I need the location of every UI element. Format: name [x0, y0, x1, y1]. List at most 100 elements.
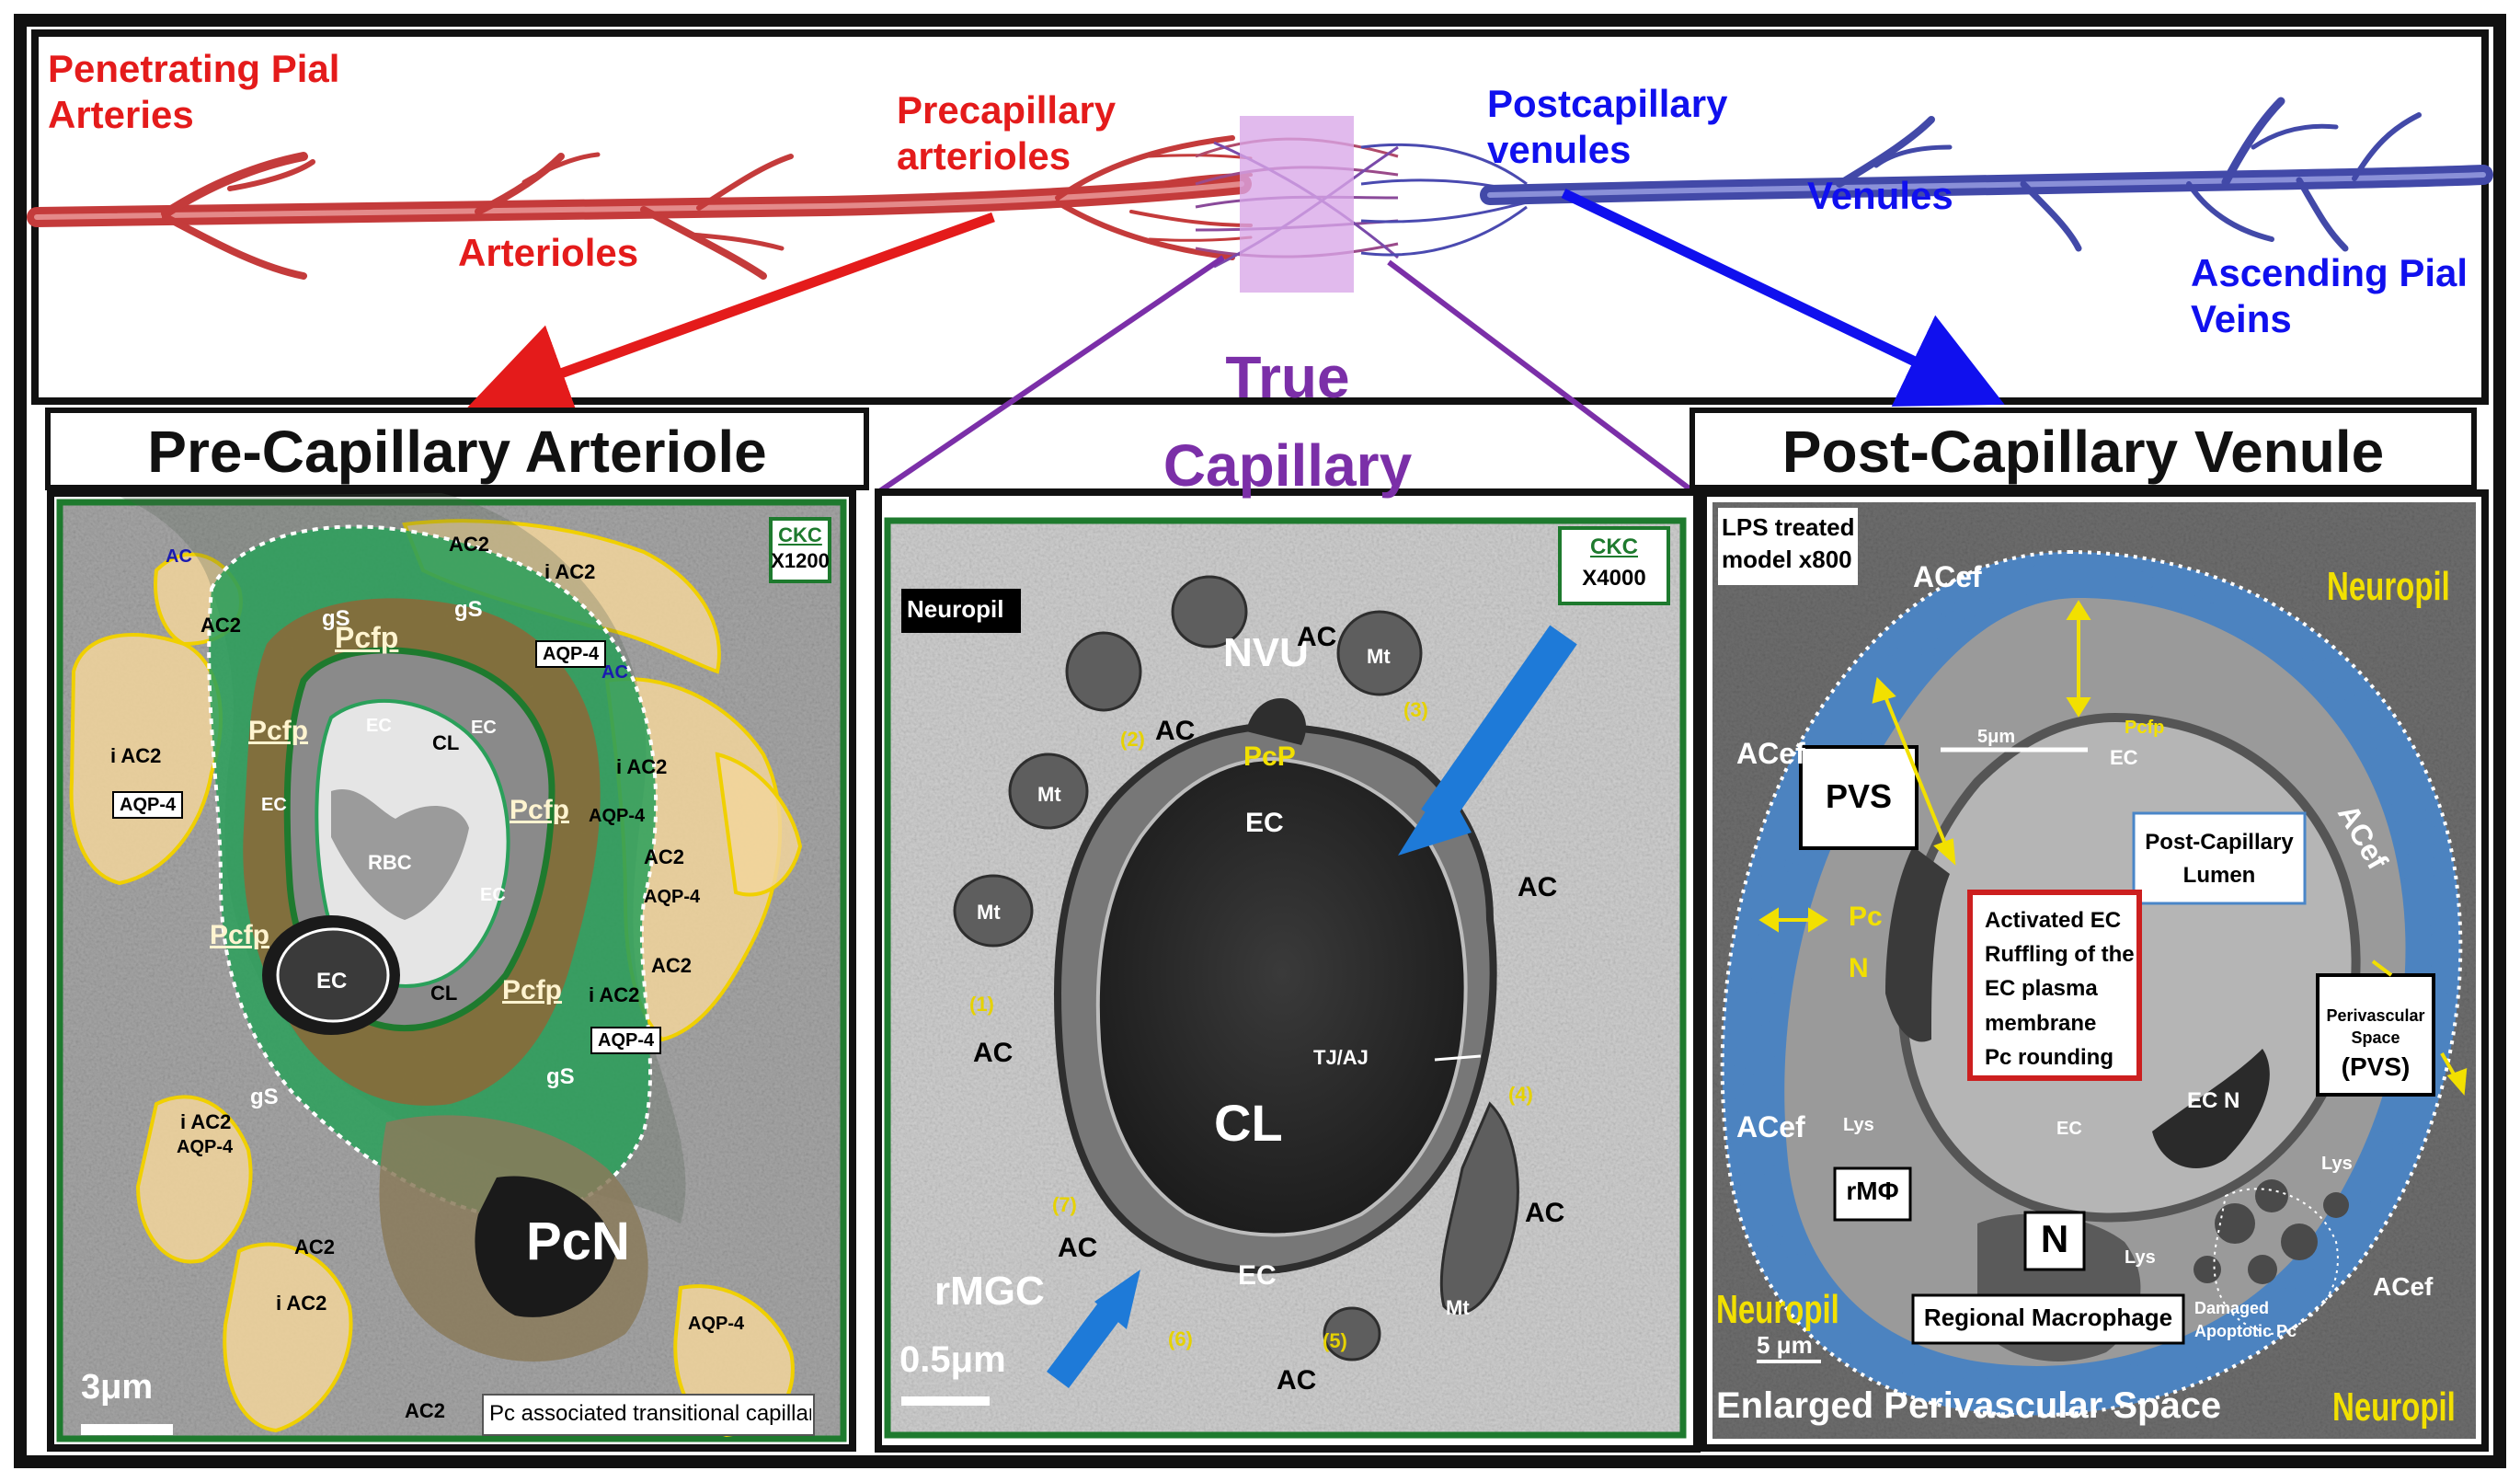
- left-ckc: CKC: [778, 523, 822, 546]
- mid-cl: CL: [1214, 1094, 1283, 1152]
- right-lps-line1: LPS treated: [1722, 513, 1855, 541]
- left-ac2-d: i AC2: [110, 744, 162, 767]
- left-mag: X1200: [771, 548, 830, 572]
- true-capillary-highlight: [1240, 116, 1354, 293]
- right-activated-line4: membrane: [1985, 1010, 2097, 1036]
- left-aqp-a: AQP-4: [535, 640, 607, 668]
- right-lumen-line2: Lumen: [2182, 863, 2256, 888]
- left-caption: Pc associated transitional capillary g: [489, 1402, 811, 1426]
- mid-n3: (3): [1403, 698, 1428, 721]
- left-gs-d: gS: [250, 1085, 279, 1109]
- right-lps-line2: model x800: [1722, 546, 1852, 574]
- left-title-bar: [45, 408, 869, 490]
- right-title-bar: [1690, 408, 2477, 490]
- left-gs-a: gS: [322, 606, 350, 631]
- left-ckc-box: CKC X1200: [771, 523, 830, 573]
- arteriole-arrow: [467, 212, 995, 421]
- mid-mt-c: Mt: [977, 901, 1001, 924]
- mid-ac-e: AC: [1058, 1233, 1098, 1263]
- left-ac2-i: AC2: [294, 1235, 336, 1258]
- left-aqp-g: AQP-4: [688, 1314, 745, 1334]
- right-damaged-line2: Apoptotic Pc: [2194, 1322, 2297, 1341]
- mid-pcp: PcP: [1243, 741, 1296, 772]
- penetrating-line1: Penetrating Pial: [48, 47, 340, 90]
- right-perivascular-line3: (PVS): [2341, 1051, 2411, 1081]
- left-ec-a: EC: [366, 716, 392, 736]
- postcapillary-line2: venules: [1487, 127, 1632, 171]
- right-neuropil-b: Neuropil: [1716, 1287, 1839, 1332]
- left-aqp-d: AQP-4: [644, 887, 701, 907]
- right-lumen-box: Post-Capillary Lumen: [2134, 826, 2305, 892]
- right-perivascular-line1: Perivascular: [2326, 1006, 2425, 1025]
- left-gs-c: gS: [546, 1064, 575, 1089]
- mid-ec-bottom: EC: [1238, 1260, 1277, 1291]
- venous-tree: [1480, 97, 2493, 252]
- right-lumen-line1: Post-Capillary: [2145, 830, 2294, 855]
- left-ac2-f: AC2: [644, 845, 685, 868]
- left-cl-b: CL: [430, 982, 458, 1005]
- left-ac2-c: i AC2: [544, 560, 596, 583]
- left-ec-d: EC: [480, 885, 506, 905]
- right-neuropil-c: Neuropil: [2332, 1384, 2456, 1430]
- right-lys-b: Lys: [2321, 1154, 2353, 1174]
- right-perivascular-line2: Space: [2351, 1028, 2400, 1048]
- right-n: N: [2040, 1217, 2069, 1260]
- left-ac2-h: i AC2: [589, 983, 640, 1006]
- mid-nvu: NVU: [1223, 630, 1309, 675]
- left-ec-b: EC: [471, 718, 497, 738]
- right-pvs: PVS: [1825, 777, 1893, 815]
- true-line2: Capillary: [1163, 432, 1413, 499]
- mid-tjaj: TJ/AJ: [1313, 1046, 1369, 1069]
- right-acef-e: ACef: [2373, 1272, 2434, 1301]
- left-ac2-l: AC2: [405, 1399, 446, 1422]
- right-acef-d: ACef: [1736, 1110, 1805, 1143]
- mid-n4: (4): [1508, 1083, 1533, 1106]
- mid-ac-a: AC: [1155, 716, 1196, 746]
- postcapillary-line1: Postcapillary: [1487, 82, 1728, 125]
- left-panel-image: [47, 489, 856, 1452]
- mid-ckc-box: CKC X4000: [1560, 532, 1668, 593]
- mid-ac-top: AC: [1297, 622, 1337, 652]
- left-ec-c: EC: [261, 795, 287, 815]
- mid-ac-d: AC: [1525, 1198, 1565, 1228]
- left-ac2-e: i AC2: [616, 755, 668, 778]
- left-cl-a: CL: [432, 731, 460, 754]
- right-pc-n: N: [1849, 953, 1869, 983]
- left-scale-label: 3μm: [81, 1368, 154, 1407]
- true-line1: True: [1225, 344, 1350, 410]
- left-aqp-b: AQP-4: [112, 791, 184, 819]
- left-pcfp-b: Pcfp: [248, 716, 309, 746]
- postcapillary-venules-label: Postcapillary venules: [1487, 81, 1727, 172]
- right-activated-line3: EC plasma: [1985, 976, 2098, 1002]
- pre-capillary-arteriole-title: Pre-Capillary Arteriole: [147, 419, 767, 485]
- mid-rmgc: rMGC: [934, 1269, 1045, 1314]
- right-enlarged-pvs: Enlarged Perivascular Space: [1716, 1385, 2222, 1426]
- penetrating-pial-arteries-label: Penetrating Pial Arteries: [48, 46, 339, 137]
- left-pcn: PcN: [526, 1212, 630, 1271]
- middle-panel-image: [875, 488, 1701, 1453]
- right-neuropil-a: Neuropil: [2327, 564, 2450, 609]
- right-perivascular-box: Perivascular Space (PVS): [2318, 1005, 2434, 1084]
- left-gs-b: gS: [454, 597, 483, 622]
- left-pcfp-e: Pcfp: [502, 975, 563, 1005]
- right-activated-line2: Ruffling of the: [1985, 942, 2135, 968]
- right-damaged-line1: Damaged: [2194, 1299, 2270, 1317]
- right-ec-b: EC: [2056, 1119, 2082, 1139]
- right-ecn: EC N: [2187, 1088, 2240, 1113]
- ascending-line1: Ascending Pial: [2191, 251, 2468, 294]
- right-pc: Pc: [1849, 902, 1883, 932]
- mid-ac-b: AC: [1518, 872, 1558, 902]
- right-scale-b: 5 μm: [1757, 1331, 1813, 1359]
- right-acef-b: ACef: [1736, 737, 1805, 770]
- left-ac2-b: AC2: [200, 614, 242, 637]
- right-panel-image: [1700, 489, 2489, 1452]
- precapillary-line1: Precapillary: [897, 88, 1117, 132]
- mid-n6: (6): [1168, 1327, 1193, 1350]
- left-ac2-a: AC2: [449, 533, 490, 556]
- precapillary-line2: arterioles: [897, 133, 1071, 178]
- ascending-pial-veins-label: Ascending Pial Veins: [2191, 250, 2468, 341]
- left-ac2-k: i AC2: [180, 1110, 232, 1133]
- left-ac-a: AC: [166, 546, 192, 567]
